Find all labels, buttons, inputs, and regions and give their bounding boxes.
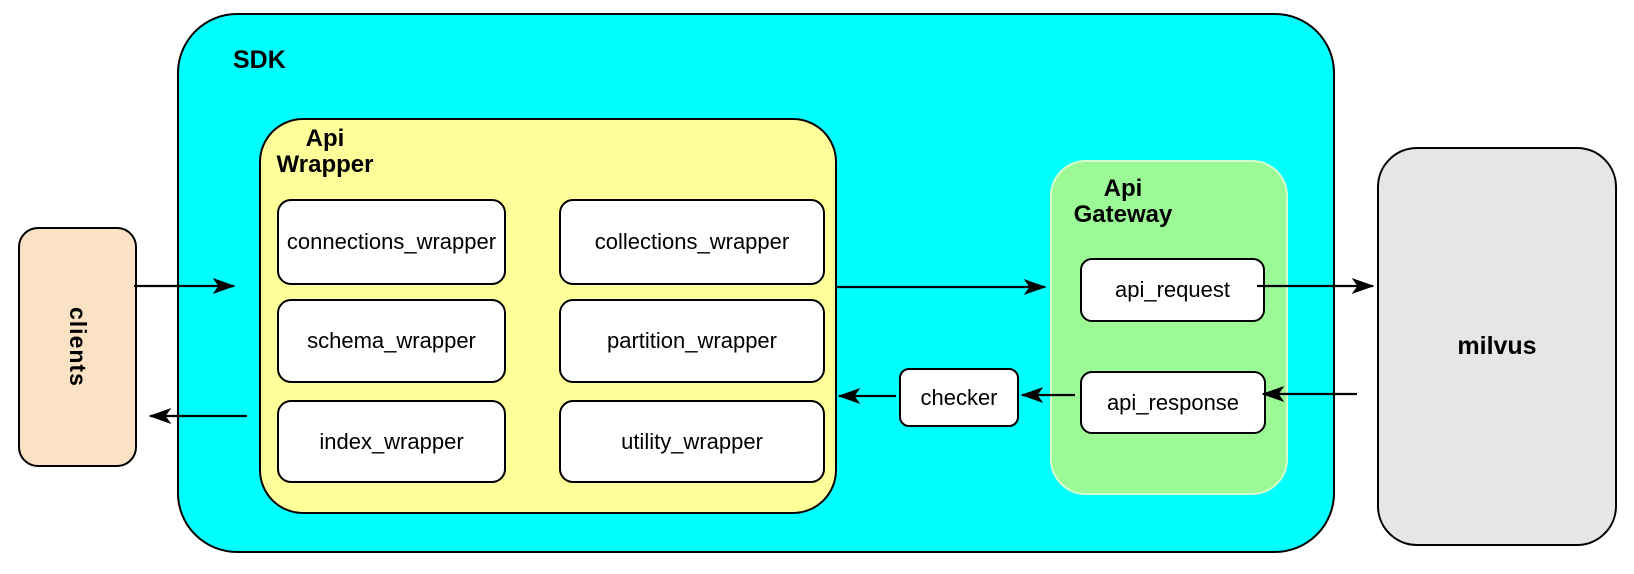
wrapper-box-schema: schema_wrapper bbox=[277, 299, 506, 383]
wrapper-box-index: index_wrapper bbox=[277, 400, 506, 483]
api-wrapper-label: Api Wrapper bbox=[261, 126, 389, 178]
api-gateway-label-line1: Api bbox=[1103, 175, 1143, 202]
wrapper-box-collections: collections_wrapper bbox=[559, 199, 825, 285]
api-wrapper-label-line2: Wrapper bbox=[276, 151, 374, 178]
api-request-box: api_request bbox=[1080, 258, 1265, 322]
wrapper-box-connections: connections_wrapper bbox=[277, 199, 506, 285]
api-wrapper-container: Api Wrapper connections_wrapper collecti… bbox=[259, 118, 837, 514]
checker-box: checker bbox=[899, 368, 1019, 427]
api-wrapper-label-line1: Api bbox=[305, 125, 345, 152]
api-gateway-label: Api Gateway bbox=[1052, 176, 1194, 228]
api-gateway-label-line2: Gateway bbox=[1073, 201, 1173, 228]
sdk-label: SDK bbox=[233, 46, 286, 74]
clients-label: clients bbox=[65, 307, 91, 387]
milvus-label: milvus bbox=[1457, 332, 1537, 360]
api-gateway-container: Api Gateway api_request api_response bbox=[1050, 160, 1288, 495]
clients-box: clients bbox=[18, 227, 137, 467]
milvus-box: milvus bbox=[1377, 147, 1617, 546]
wrapper-box-partition: partition_wrapper bbox=[559, 299, 825, 383]
wrapper-box-utility: utility_wrapper bbox=[559, 400, 825, 483]
api-response-box: api_response bbox=[1080, 371, 1266, 434]
sdk-container: SDK Api Wrapper connections_wrapper coll… bbox=[177, 13, 1335, 553]
